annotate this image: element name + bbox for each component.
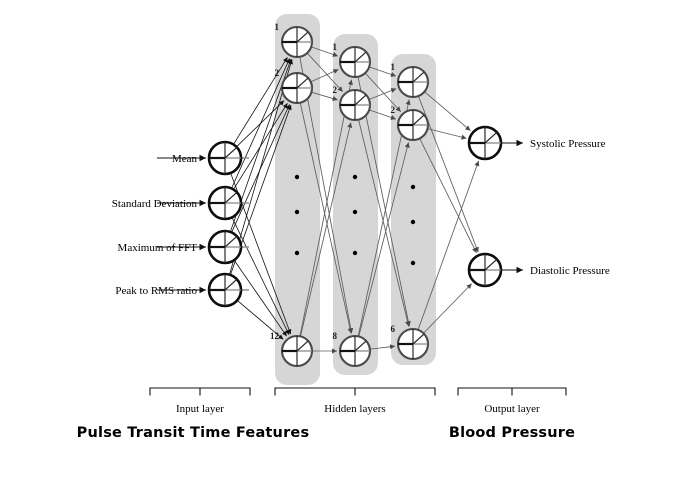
edge-h1n0-h2n0 xyxy=(311,46,339,57)
edge-h1n1-h2n0 xyxy=(310,68,339,83)
panel-hidden-layer-2 xyxy=(333,34,378,375)
edge-h3n1-out0 xyxy=(427,128,467,140)
layer-braces xyxy=(149,387,567,396)
hidden-node-l2-0 xyxy=(338,45,372,79)
hidden-node-l1-2 xyxy=(280,334,314,368)
hidden-layers-label: Hidden layers xyxy=(324,403,385,415)
ellipsis-dot-l1-1 xyxy=(294,209,300,215)
output-node-0 xyxy=(467,125,503,161)
ellipsis-dot-l2-0 xyxy=(352,174,358,180)
input-labels: Mean Standard Deviation Maximum of FFT P… xyxy=(112,153,198,297)
hidden-node-number-l1-2: 12 xyxy=(270,331,280,341)
input-layer-label: Input layer xyxy=(176,403,224,415)
ellipsis-dot-l2-1 xyxy=(352,209,358,215)
hidden-node-l1-0 xyxy=(280,25,314,59)
hidden-node-number-l1-1: 2 xyxy=(275,68,280,78)
edge-h1n2-h2n0 xyxy=(299,79,353,337)
input-node-1 xyxy=(207,185,243,221)
hidden-node-number-l3-2: 6 xyxy=(391,324,396,334)
edge-h1n0-h2n2 xyxy=(299,56,354,334)
hidden-node-number-l3-1: 2 xyxy=(391,105,396,115)
panel-hidden-layer-3 xyxy=(391,54,436,365)
brace-hidden-layers xyxy=(274,387,436,396)
input-node-3 xyxy=(207,272,243,308)
neuron-nodes xyxy=(207,25,503,368)
edge-h2n0-h3n0 xyxy=(369,66,397,77)
edge-input2-h1n2 xyxy=(233,259,288,337)
hidden-node-l3-0 xyxy=(396,65,430,99)
group-captions: Pulse Transit Time Features Blood Pressu… xyxy=(77,425,575,441)
edge-h2n2-h3n1 xyxy=(358,142,410,337)
edge-h2n1-h3n0 xyxy=(368,88,397,100)
edge-input0-h1n0 xyxy=(233,57,288,145)
edge-h2n0-h3n2 xyxy=(357,76,411,327)
edge-h3n2-out1 xyxy=(423,283,473,334)
ellipsis-dot-l3-1 xyxy=(410,219,416,225)
edge-input1-h1n2 xyxy=(231,217,290,335)
edge-h1n1-h2n1 xyxy=(311,91,338,101)
input-label-mean: Mean xyxy=(172,153,198,165)
edge-h1n2-h2n1 xyxy=(300,122,353,337)
layer-labels: Input layer Hidden layers Output layer xyxy=(176,403,540,415)
edge-h3n2-out0 xyxy=(417,160,480,331)
edge-h2n2-h3n2 xyxy=(369,344,396,350)
edge-input1-h1n0 xyxy=(231,58,291,189)
output-layer-label: Output layer xyxy=(484,403,540,415)
hidden-node-l3-2 xyxy=(396,327,430,361)
input-node-0 xyxy=(207,140,243,176)
ellipsis-dot-l1-2 xyxy=(294,250,300,256)
edge-h2n1-h3n1 xyxy=(369,109,397,120)
hidden-node-number-l2-0: 1 xyxy=(333,42,338,52)
input-node-2 xyxy=(207,229,243,265)
output-label-diastolic-pressure: Diastolic Pressure xyxy=(530,265,610,277)
hidden-node-l3-1 xyxy=(396,108,430,142)
caption-pulse-transit-time-features: Pulse Transit Time Features xyxy=(77,425,310,441)
ellipsis-dot-l3-2 xyxy=(410,260,416,266)
edge-h1n0-h2n1 xyxy=(306,52,344,93)
output-label-systolic-pressure: Systolic Pressure xyxy=(530,138,606,150)
edge-h2n1-h3n2 xyxy=(358,119,411,327)
vertical-ellipses xyxy=(294,174,416,266)
ellipsis-dot-l2-2 xyxy=(352,250,358,256)
edge-h3n1-out1 xyxy=(419,138,477,254)
hidden-node-number-l1-0: 1 xyxy=(275,22,280,32)
brace-input-layer xyxy=(149,387,251,396)
ellipsis-dot-l1-0 xyxy=(294,174,300,180)
hidden-node-l1-1 xyxy=(280,71,314,105)
hidden-node-number-l2-1: 2 xyxy=(333,85,338,95)
ellipsis-dot-l3-0 xyxy=(410,184,416,190)
hidden-node-number-l2-2: 8 xyxy=(333,331,338,341)
output-labels: Systolic Pressure Diastolic Pressure xyxy=(530,138,610,277)
edge-h3n0-out0 xyxy=(424,91,471,132)
output-node-1 xyxy=(467,252,503,288)
input-label-standard-deviation: Standard Deviation xyxy=(112,198,198,210)
edge-input3-h1n2 xyxy=(236,300,284,340)
edge-h2n0-h3n1 xyxy=(364,72,402,113)
hidden-node-l2-1 xyxy=(338,88,372,122)
hidden-node-l2-2 xyxy=(338,334,372,368)
brace-output-layer xyxy=(457,387,567,396)
hidden-node-number-l3-0: 1 xyxy=(391,62,396,72)
edge-h2n2-h3n0 xyxy=(357,99,411,337)
input-label-maximum-of-fft: Maximum of FFT xyxy=(118,242,198,254)
edge-h1n1-h2n2 xyxy=(299,102,353,334)
caption-blood-pressure: Blood Pressure xyxy=(449,425,575,441)
input-label-peak-to-rms-ratio: Peak to RMS ratio xyxy=(115,285,197,297)
